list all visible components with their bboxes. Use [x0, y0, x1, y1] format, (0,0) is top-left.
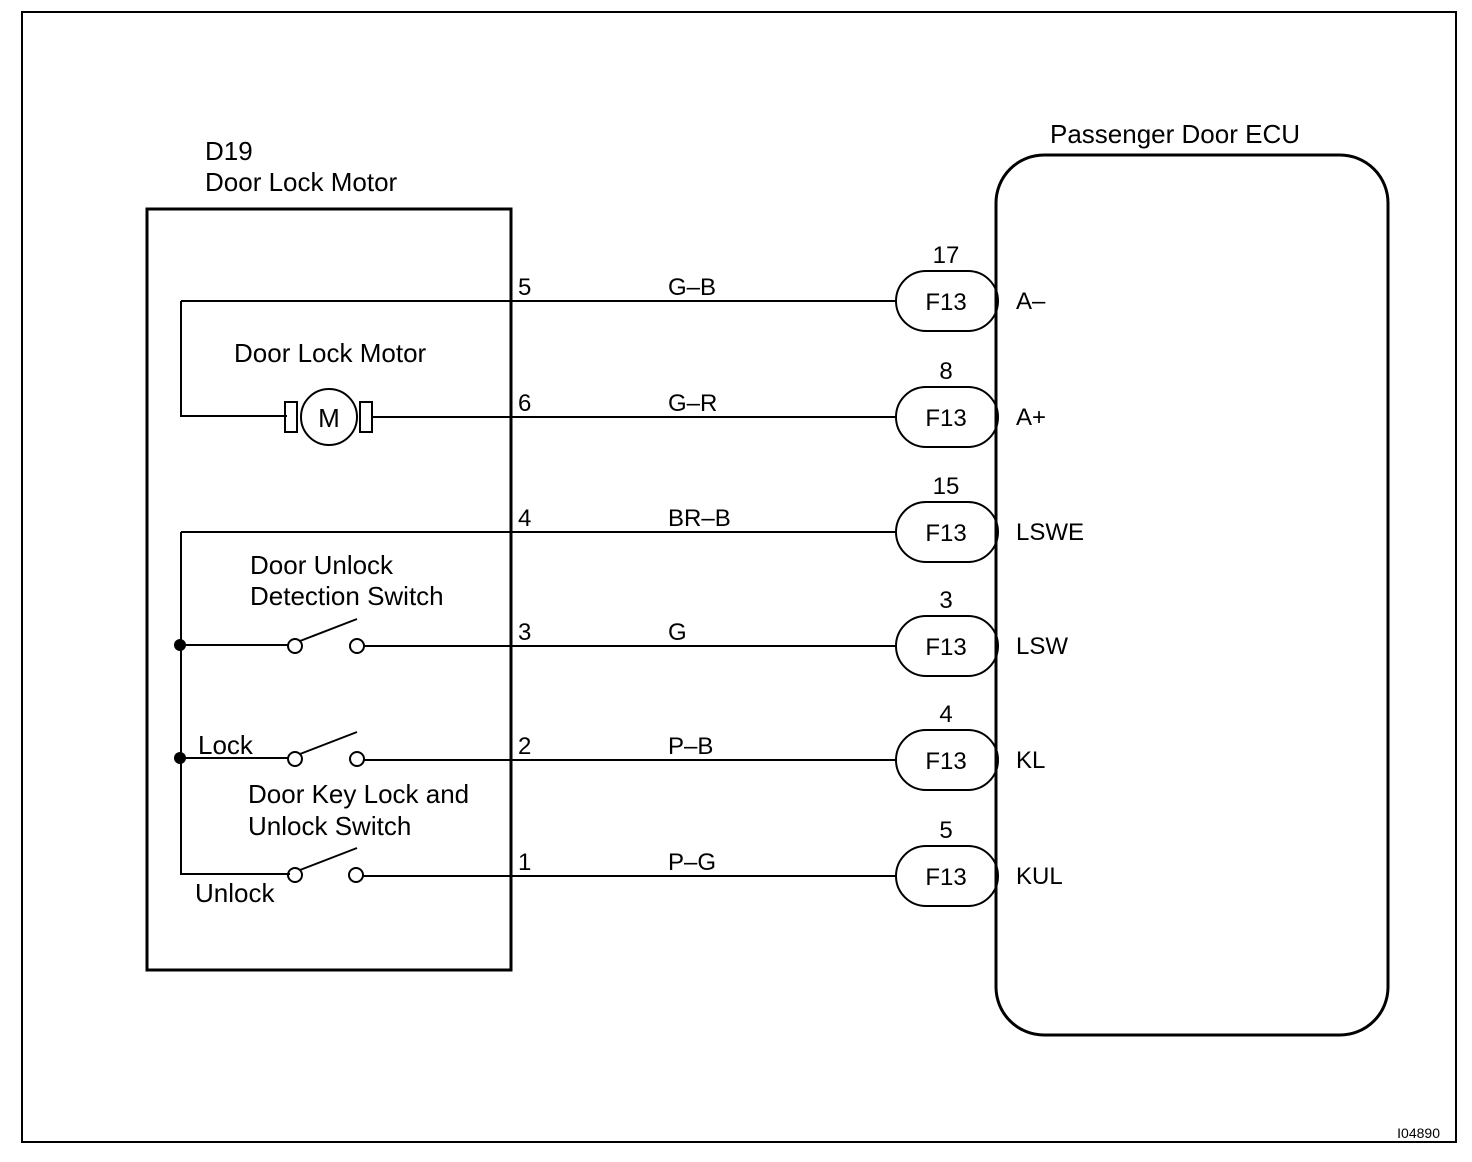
lock-label: Lock [198, 730, 254, 760]
motor-symbol [300, 388, 358, 446]
junction-dot [174, 752, 186, 764]
motor-pin-number: 5 [518, 274, 531, 301]
ecu-pin-number: 5 [939, 817, 952, 844]
switch-contact [348, 867, 364, 883]
switch-contact [287, 867, 303, 883]
unlock-switch-label-line2: Detection Switch [250, 581, 444, 611]
connector-shape [895, 270, 999, 332]
motor-pin-number: 4 [518, 505, 531, 532]
wire-color-code: P–G [668, 849, 716, 876]
key-switch-label-line1: Door Key Lock and [248, 779, 469, 809]
ecu-pin-number: 3 [939, 587, 952, 614]
motor-pin-number: 6 [518, 390, 531, 417]
connector-label: F13 [925, 864, 966, 891]
ecu-terminal-label: KL [1016, 747, 1045, 774]
connector-shape [895, 729, 999, 791]
switch-contact [349, 751, 365, 767]
ecu-terminal-label: KUL [1016, 863, 1063, 890]
switch-internal-circuit: Door Unlock Detection Switch Lock Door K… [174, 532, 469, 908]
motor-unit-name: Door Lock Motor [205, 167, 398, 197]
motor-unit-code: D19 [205, 136, 253, 166]
connector-shape [895, 501, 999, 563]
junction-dot [174, 639, 186, 651]
wire-color-code: BR–B [668, 505, 731, 532]
motor-internal-circuit: M Door Lock Motor [180, 301, 427, 446]
ecu-pin-number: 4 [939, 701, 952, 728]
connector-shape [895, 615, 999, 677]
motor-symbol-letter: M [318, 403, 340, 433]
outer-frame [21, 11, 1457, 1143]
figure-id: I04890 [1397, 1125, 1440, 1141]
ecu-pin-number: 17 [933, 242, 960, 269]
switch-contact [349, 638, 365, 654]
connector-label: F13 [925, 520, 966, 547]
key-switch-label-line2: Unlock Switch [248, 811, 411, 841]
ecu-name: Passenger Door ECU [1050, 119, 1300, 149]
wire-color-code: G [668, 619, 687, 646]
ecu-pin-number: 15 [933, 473, 960, 500]
ecu-terminal-label: LSWE [1016, 519, 1084, 546]
connector-label: F13 [925, 634, 966, 661]
wire-color-code: G–R [668, 390, 717, 417]
motor-unit-box [145, 207, 513, 972]
unlock-switch-label-line1: Door Unlock [250, 550, 394, 580]
connector-shape [895, 845, 999, 907]
connector-label: F13 [925, 289, 966, 316]
ecu-pin-number: 8 [939, 358, 952, 385]
ecu-terminal-label: LSW [1016, 633, 1068, 660]
switch-contact [287, 751, 303, 767]
motor-label: Door Lock Motor [234, 338, 427, 368]
wire-color-code: P–B [668, 733, 713, 760]
connector-label: F13 [925, 748, 966, 775]
ecu-terminal-label: A– [1016, 288, 1046, 315]
unlock-label: Unlock [195, 878, 275, 908]
ecu-box [994, 153, 1390, 1037]
connector-shape [895, 386, 999, 448]
motor-pin-number: 2 [518, 733, 531, 760]
motor-pin-number: 1 [518, 849, 531, 876]
motor-pin-number: 3 [518, 619, 531, 646]
connector-label: F13 [925, 405, 966, 432]
ecu-terminal-label: A+ [1016, 404, 1046, 431]
switch-contact [287, 638, 303, 654]
wire-color-code: G–B [668, 274, 716, 301]
